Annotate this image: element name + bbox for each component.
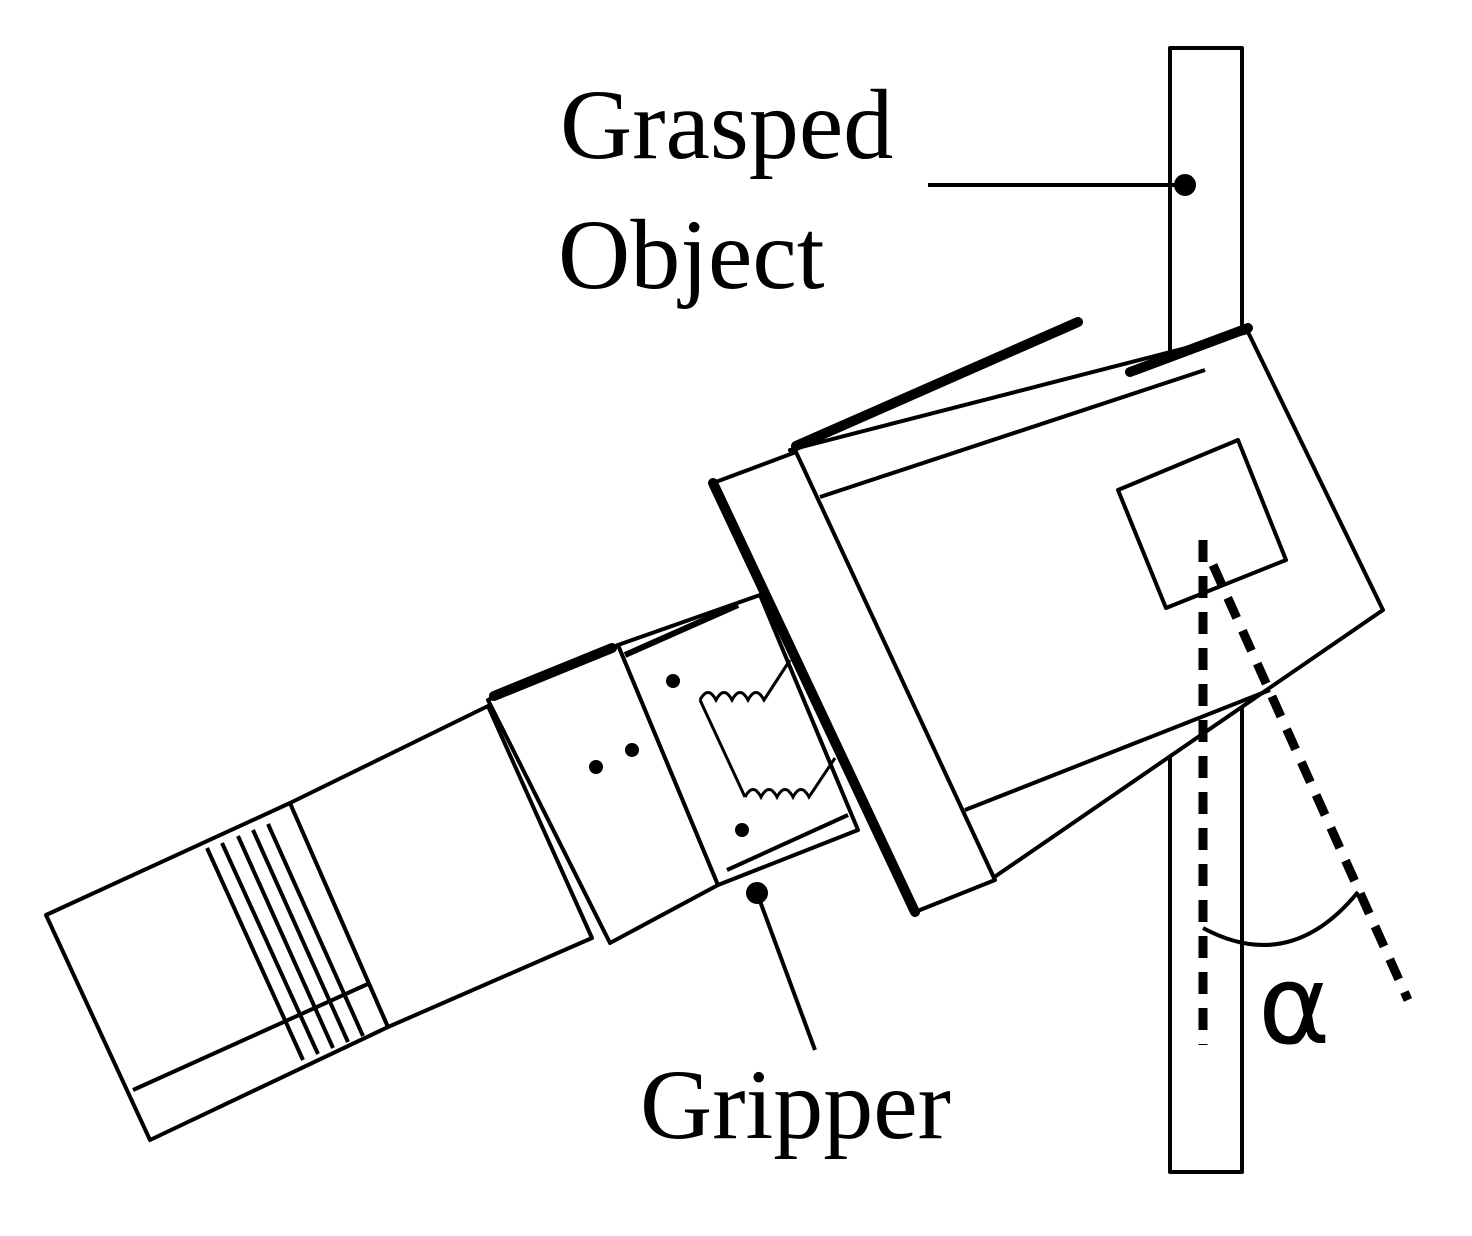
motor-ribs bbox=[205, 823, 365, 1061]
grasped-object-leader-dot bbox=[1174, 174, 1196, 196]
gripper-leader-dot bbox=[746, 882, 768, 904]
rivet bbox=[666, 674, 680, 688]
front-plate-edge bbox=[708, 478, 920, 917]
rivet bbox=[625, 743, 639, 757]
spring-upper bbox=[698, 659, 792, 704]
gripper-shaft bbox=[288, 704, 594, 1029]
rivet bbox=[589, 760, 603, 774]
spring-link bbox=[698, 699, 747, 798]
spring-block-bottom-rail bbox=[726, 813, 849, 872]
spring-block-top-rail bbox=[623, 602, 740, 658]
gripper-label: Gripper bbox=[640, 1049, 951, 1160]
jaw-top-edge bbox=[791, 317, 1083, 451]
angle-arc bbox=[1202, 890, 1360, 947]
angle-alpha-label: α bbox=[1258, 941, 1331, 1069]
jaw-top-edge-right bbox=[1125, 323, 1253, 377]
rivet bbox=[735, 823, 749, 837]
sensor-pad bbox=[1116, 438, 1288, 610]
mid-block-top-edge bbox=[489, 643, 617, 701]
jaw-lower-rail bbox=[964, 688, 1271, 812]
gripper-spring-block bbox=[616, 593, 860, 887]
grasped-object-label-line2: Object bbox=[558, 199, 825, 310]
gripper-axis-line bbox=[1208, 563, 1413, 1002]
grasped-object-label-line1: Grasped bbox=[560, 69, 894, 180]
jaw-upper-rail bbox=[819, 368, 1206, 499]
gripper-leader bbox=[755, 892, 817, 1051]
spring-lower bbox=[743, 757, 837, 801]
